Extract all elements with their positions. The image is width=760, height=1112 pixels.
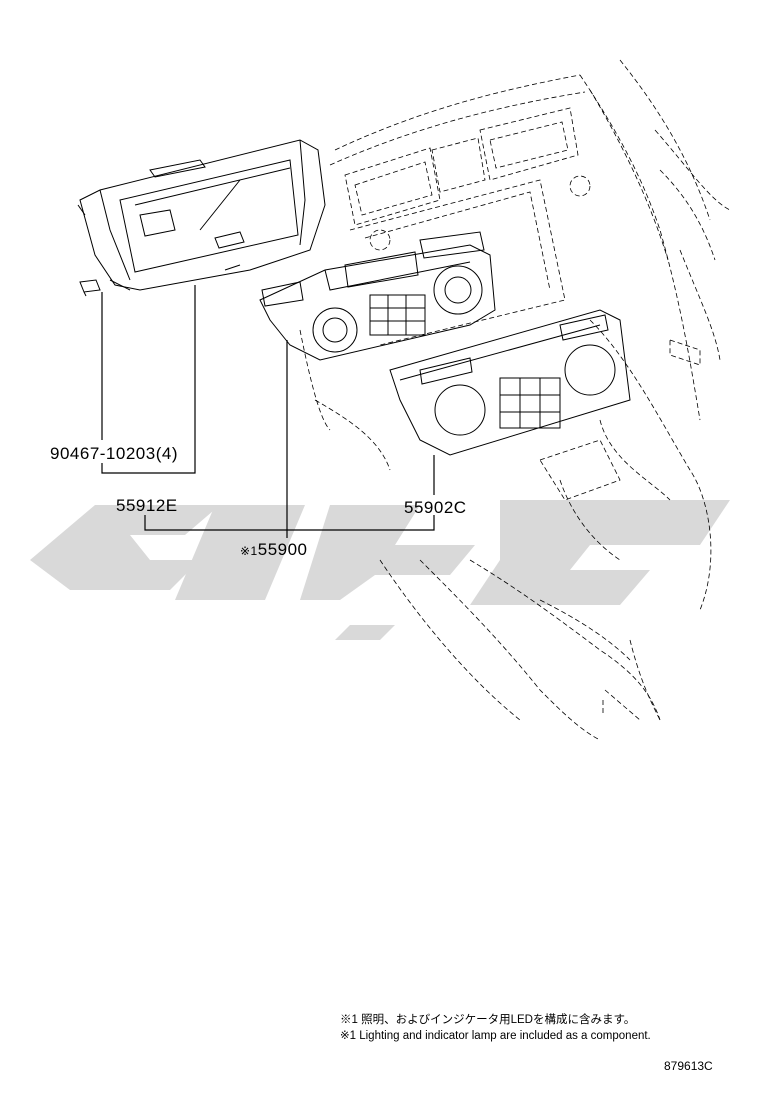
socket-part bbox=[79, 279, 101, 297]
part-number-panel-wrap: ※155900 bbox=[240, 541, 308, 558]
leader-lines bbox=[101, 285, 435, 538]
part-number-control: 55902C bbox=[404, 498, 467, 517]
display-cluster bbox=[77, 139, 326, 291]
part-number-cover: 55912E bbox=[116, 496, 178, 515]
note-marker: ※1 bbox=[240, 544, 258, 558]
control-unit bbox=[389, 309, 631, 456]
dashboard-outline bbox=[299, 59, 731, 741]
part-number-screw: 90467-10203(4) bbox=[50, 444, 178, 463]
part-number-panel: 55900 bbox=[257, 540, 308, 559]
climate-panel bbox=[259, 231, 496, 361]
footnote-english: ※1 Lighting and indicator lamp are inclu… bbox=[340, 1030, 651, 1042]
footnote-japanese: ※1 照明、およびインジケータ用LEDを構成に含みます。 bbox=[340, 1014, 636, 1026]
figure-code: 879613C bbox=[664, 1059, 713, 1073]
watermark-logo bbox=[30, 500, 730, 640]
